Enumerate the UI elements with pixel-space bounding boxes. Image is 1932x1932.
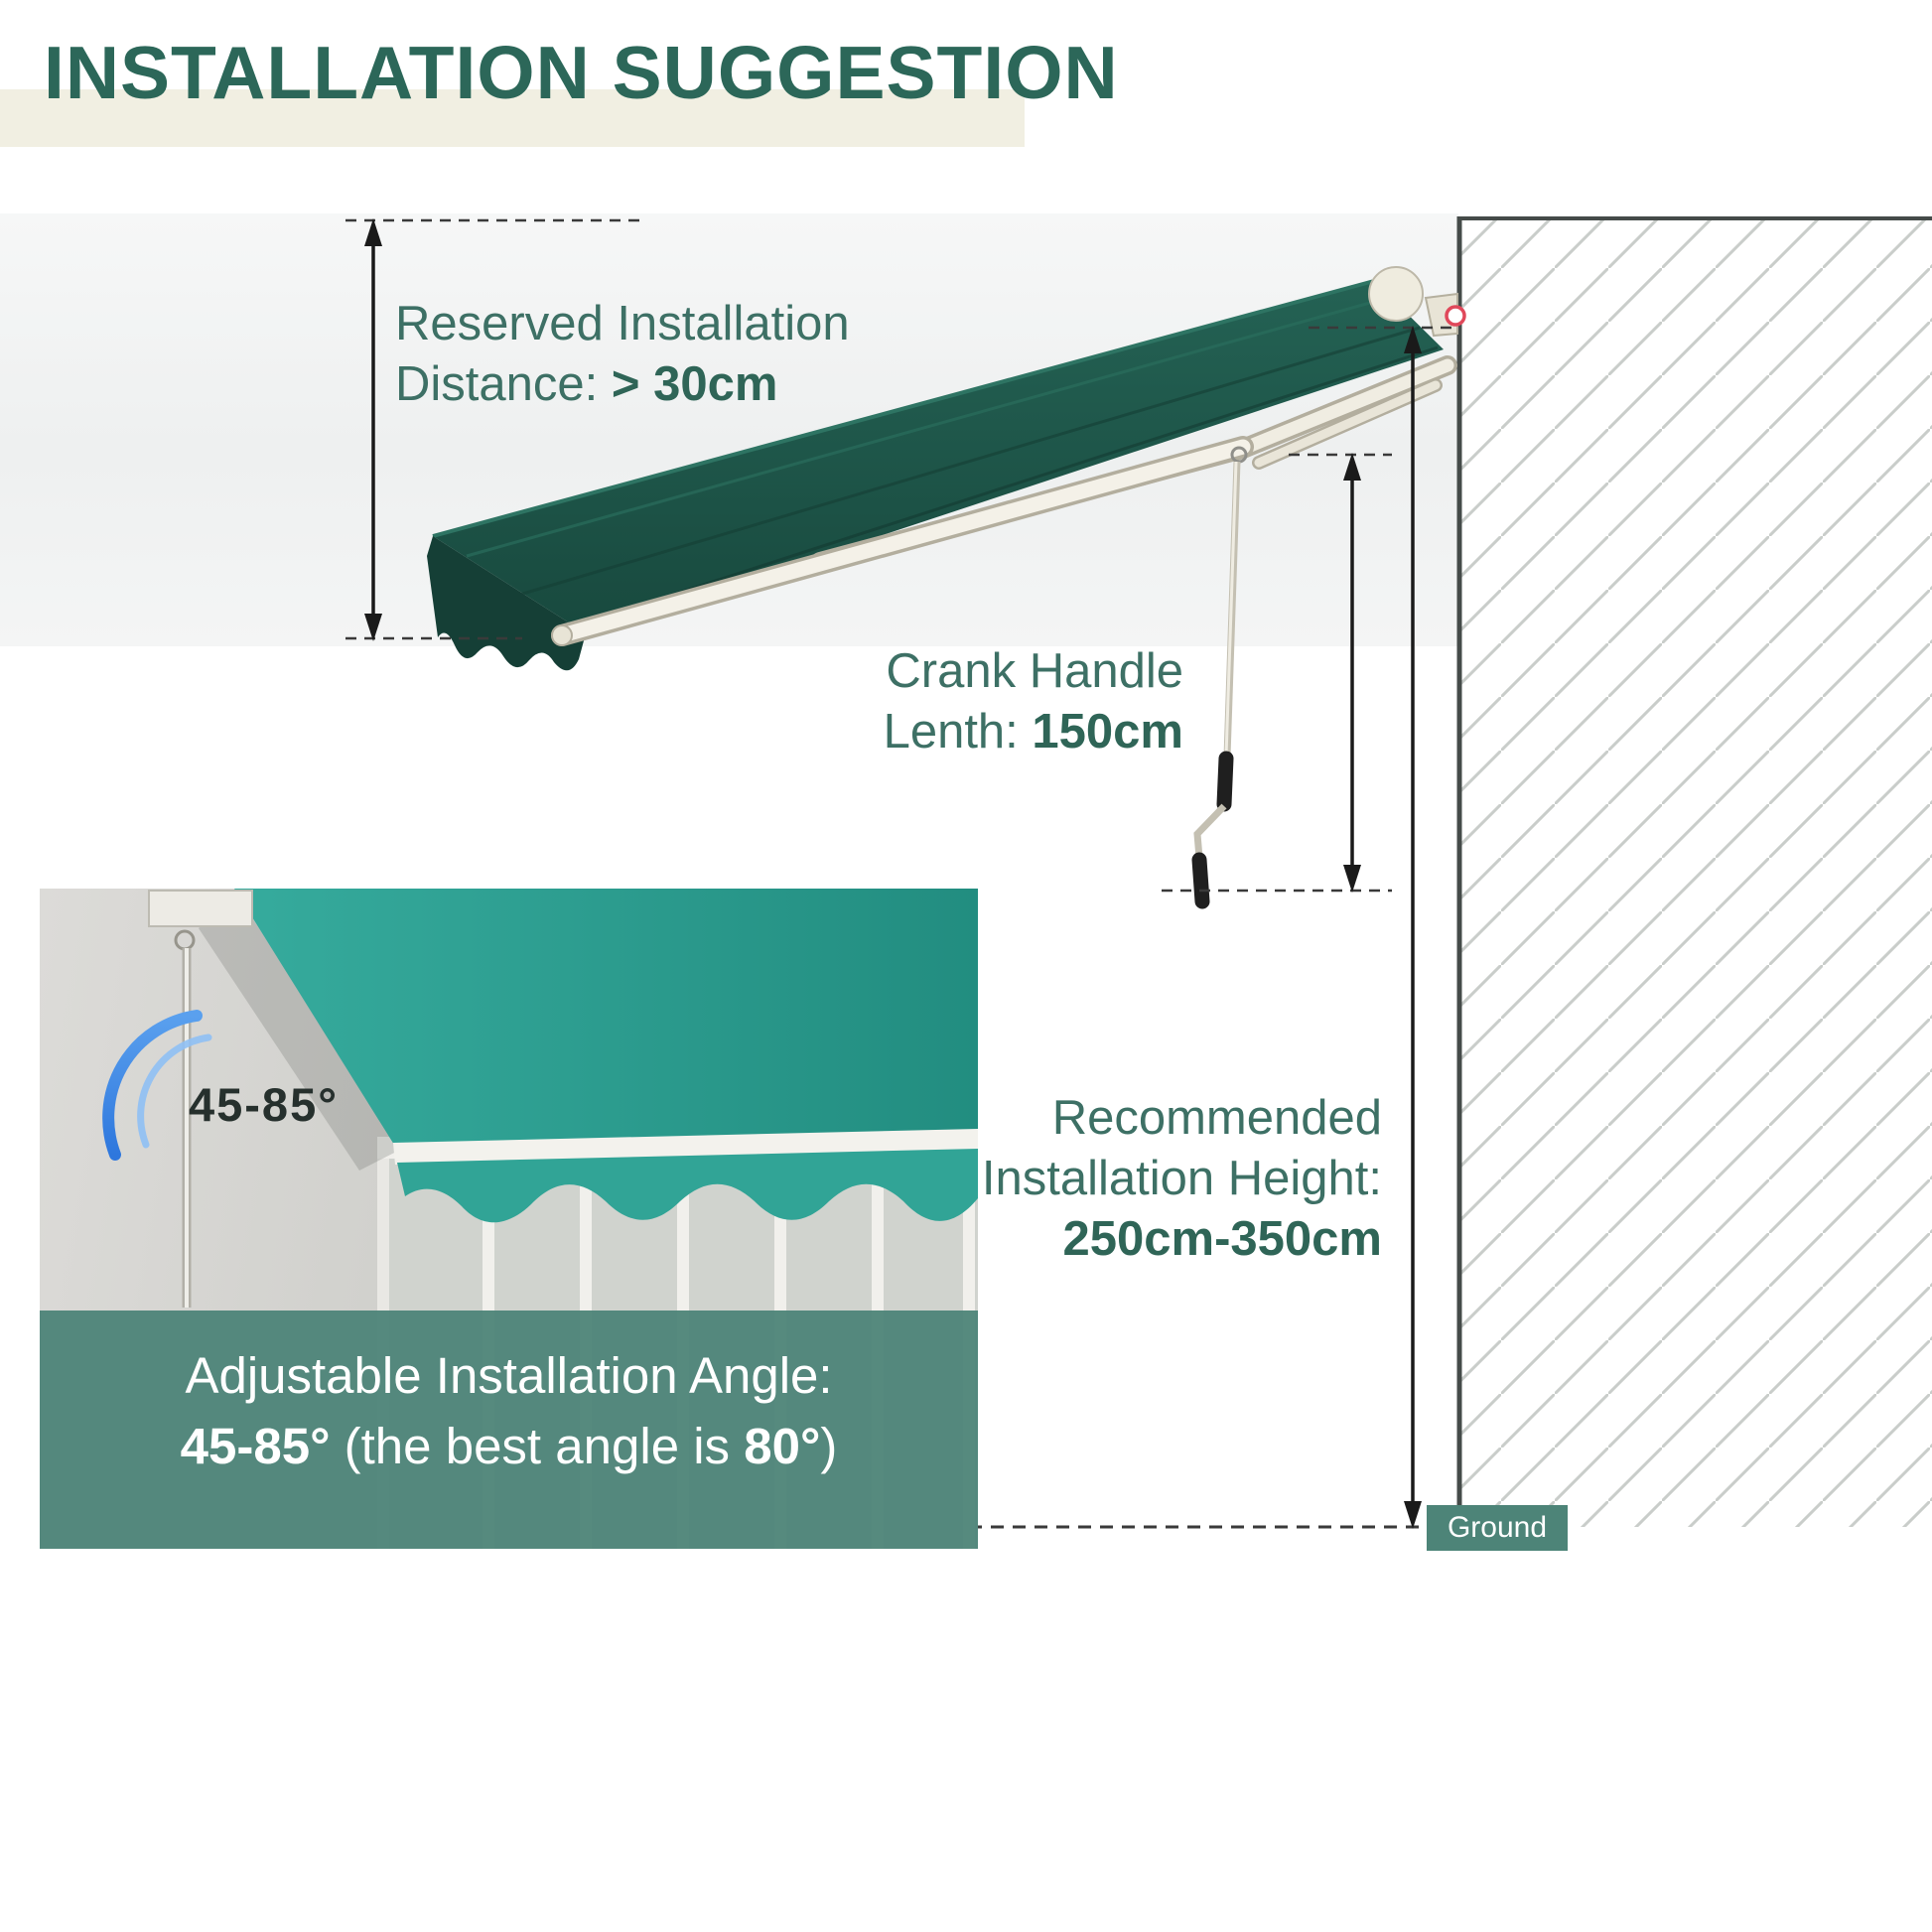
- inset-valance: [397, 1149, 978, 1223]
- installation-height-line2: Installation Height:: [981, 1152, 1382, 1205]
- crank-length-line2: Lenth: 150cm: [883, 705, 1183, 759]
- crank-length-note: Crank Handle Lenth: 150cm: [784, 641, 1183, 762]
- awning-front-bar: [551, 436, 1254, 646]
- ground-label: Ground: [1427, 1505, 1568, 1551]
- awning-illustration: [427, 266, 1458, 909]
- installation-height-value: 250cm-350cm: [1062, 1212, 1382, 1266]
- wall-mount-bracket: [1424, 292, 1458, 338]
- angle-photo-inset: 45-85° Adjustable Installation Angle: 45…: [40, 889, 978, 1549]
- wall-cross-section: [1456, 216, 1932, 1527]
- inset-caption: Adjustable Installation Angle: 45-85° (t…: [40, 1311, 978, 1549]
- awning-valance: [427, 536, 586, 671]
- reserved-distance-note: Reserved Installation Distance: > 30cm: [395, 294, 850, 415]
- installation-height-line1: Recommended: [1051, 1091, 1382, 1145]
- crank-length-line1: Crank Handle: [886, 644, 1183, 698]
- measure-arrow-reserved-distance: [345, 218, 643, 641]
- angle-range-label: 45-85°: [189, 1078, 340, 1131]
- inset-awning: [234, 889, 978, 1223]
- caption-best-angle: 80°: [744, 1418, 821, 1474]
- page-title: INSTALLATION SUGGESTION: [44, 31, 1119, 114]
- measure-arrow-crank-length: [1162, 453, 1392, 893]
- inset-bracket-and-rod: [148, 890, 253, 1308]
- reserved-distance-line1: Reserved Installation: [395, 297, 850, 350]
- canopy-shadow: [199, 897, 402, 1171]
- mount-point-marker: [1445, 305, 1466, 327]
- crank-handle: [1191, 446, 1248, 909]
- title-highlight-band: [0, 89, 1025, 147]
- caption-line2: 45-85° (the best angle is 80°): [180, 1418, 838, 1474]
- caption-line1: Adjustable Installation Angle:: [185, 1347, 833, 1404]
- caption-angle-range: 45-85°: [180, 1418, 331, 1474]
- reserved-distance-line2: Distance: > 30cm: [395, 357, 778, 411]
- angle-range-arc: [102, 1010, 212, 1161]
- roller-end-cap: [1368, 266, 1424, 322]
- installation-height-note: Recommended Installation Height: 250cm-3…: [943, 1088, 1382, 1270]
